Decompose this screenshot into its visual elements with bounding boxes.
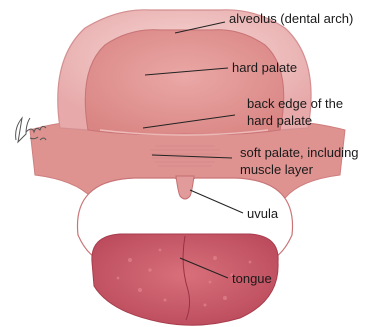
label-uvula: uvula	[247, 206, 279, 221]
label-back-edge-line2: hard palate	[247, 113, 312, 128]
label-tongue: tongue	[232, 271, 272, 286]
label-hard-palate: hard palate	[232, 60, 297, 75]
label-soft-palate-line1: soft palate, including	[240, 145, 359, 160]
label-back-edge-line1: back edge of the	[247, 96, 343, 111]
label-alveolus: alveolus (dental arch)	[229, 11, 353, 26]
label-soft-palate-line2: muscle layer	[240, 162, 314, 177]
